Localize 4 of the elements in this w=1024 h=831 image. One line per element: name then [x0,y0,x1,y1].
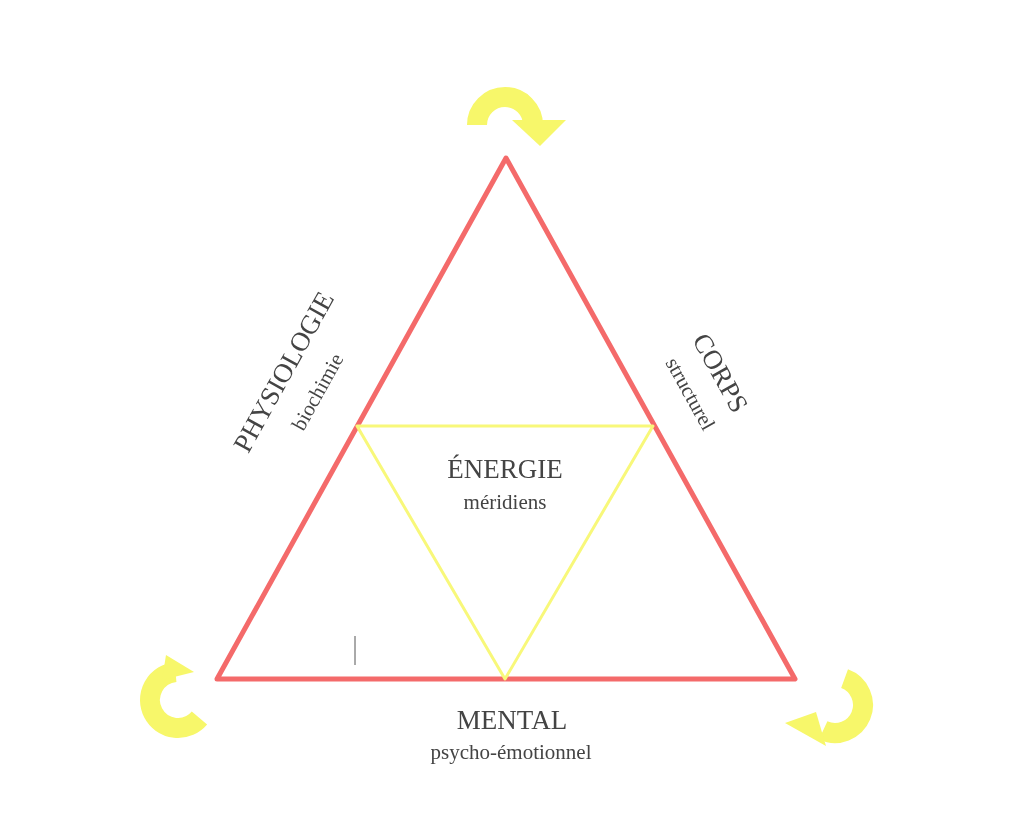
side-title: MENTAL [456,706,568,734]
node-subtitle: méridiens [462,492,548,513]
side-subtitle: psycho-émotionnel [430,741,592,763]
node-title: ÉNERGIE [446,456,564,483]
